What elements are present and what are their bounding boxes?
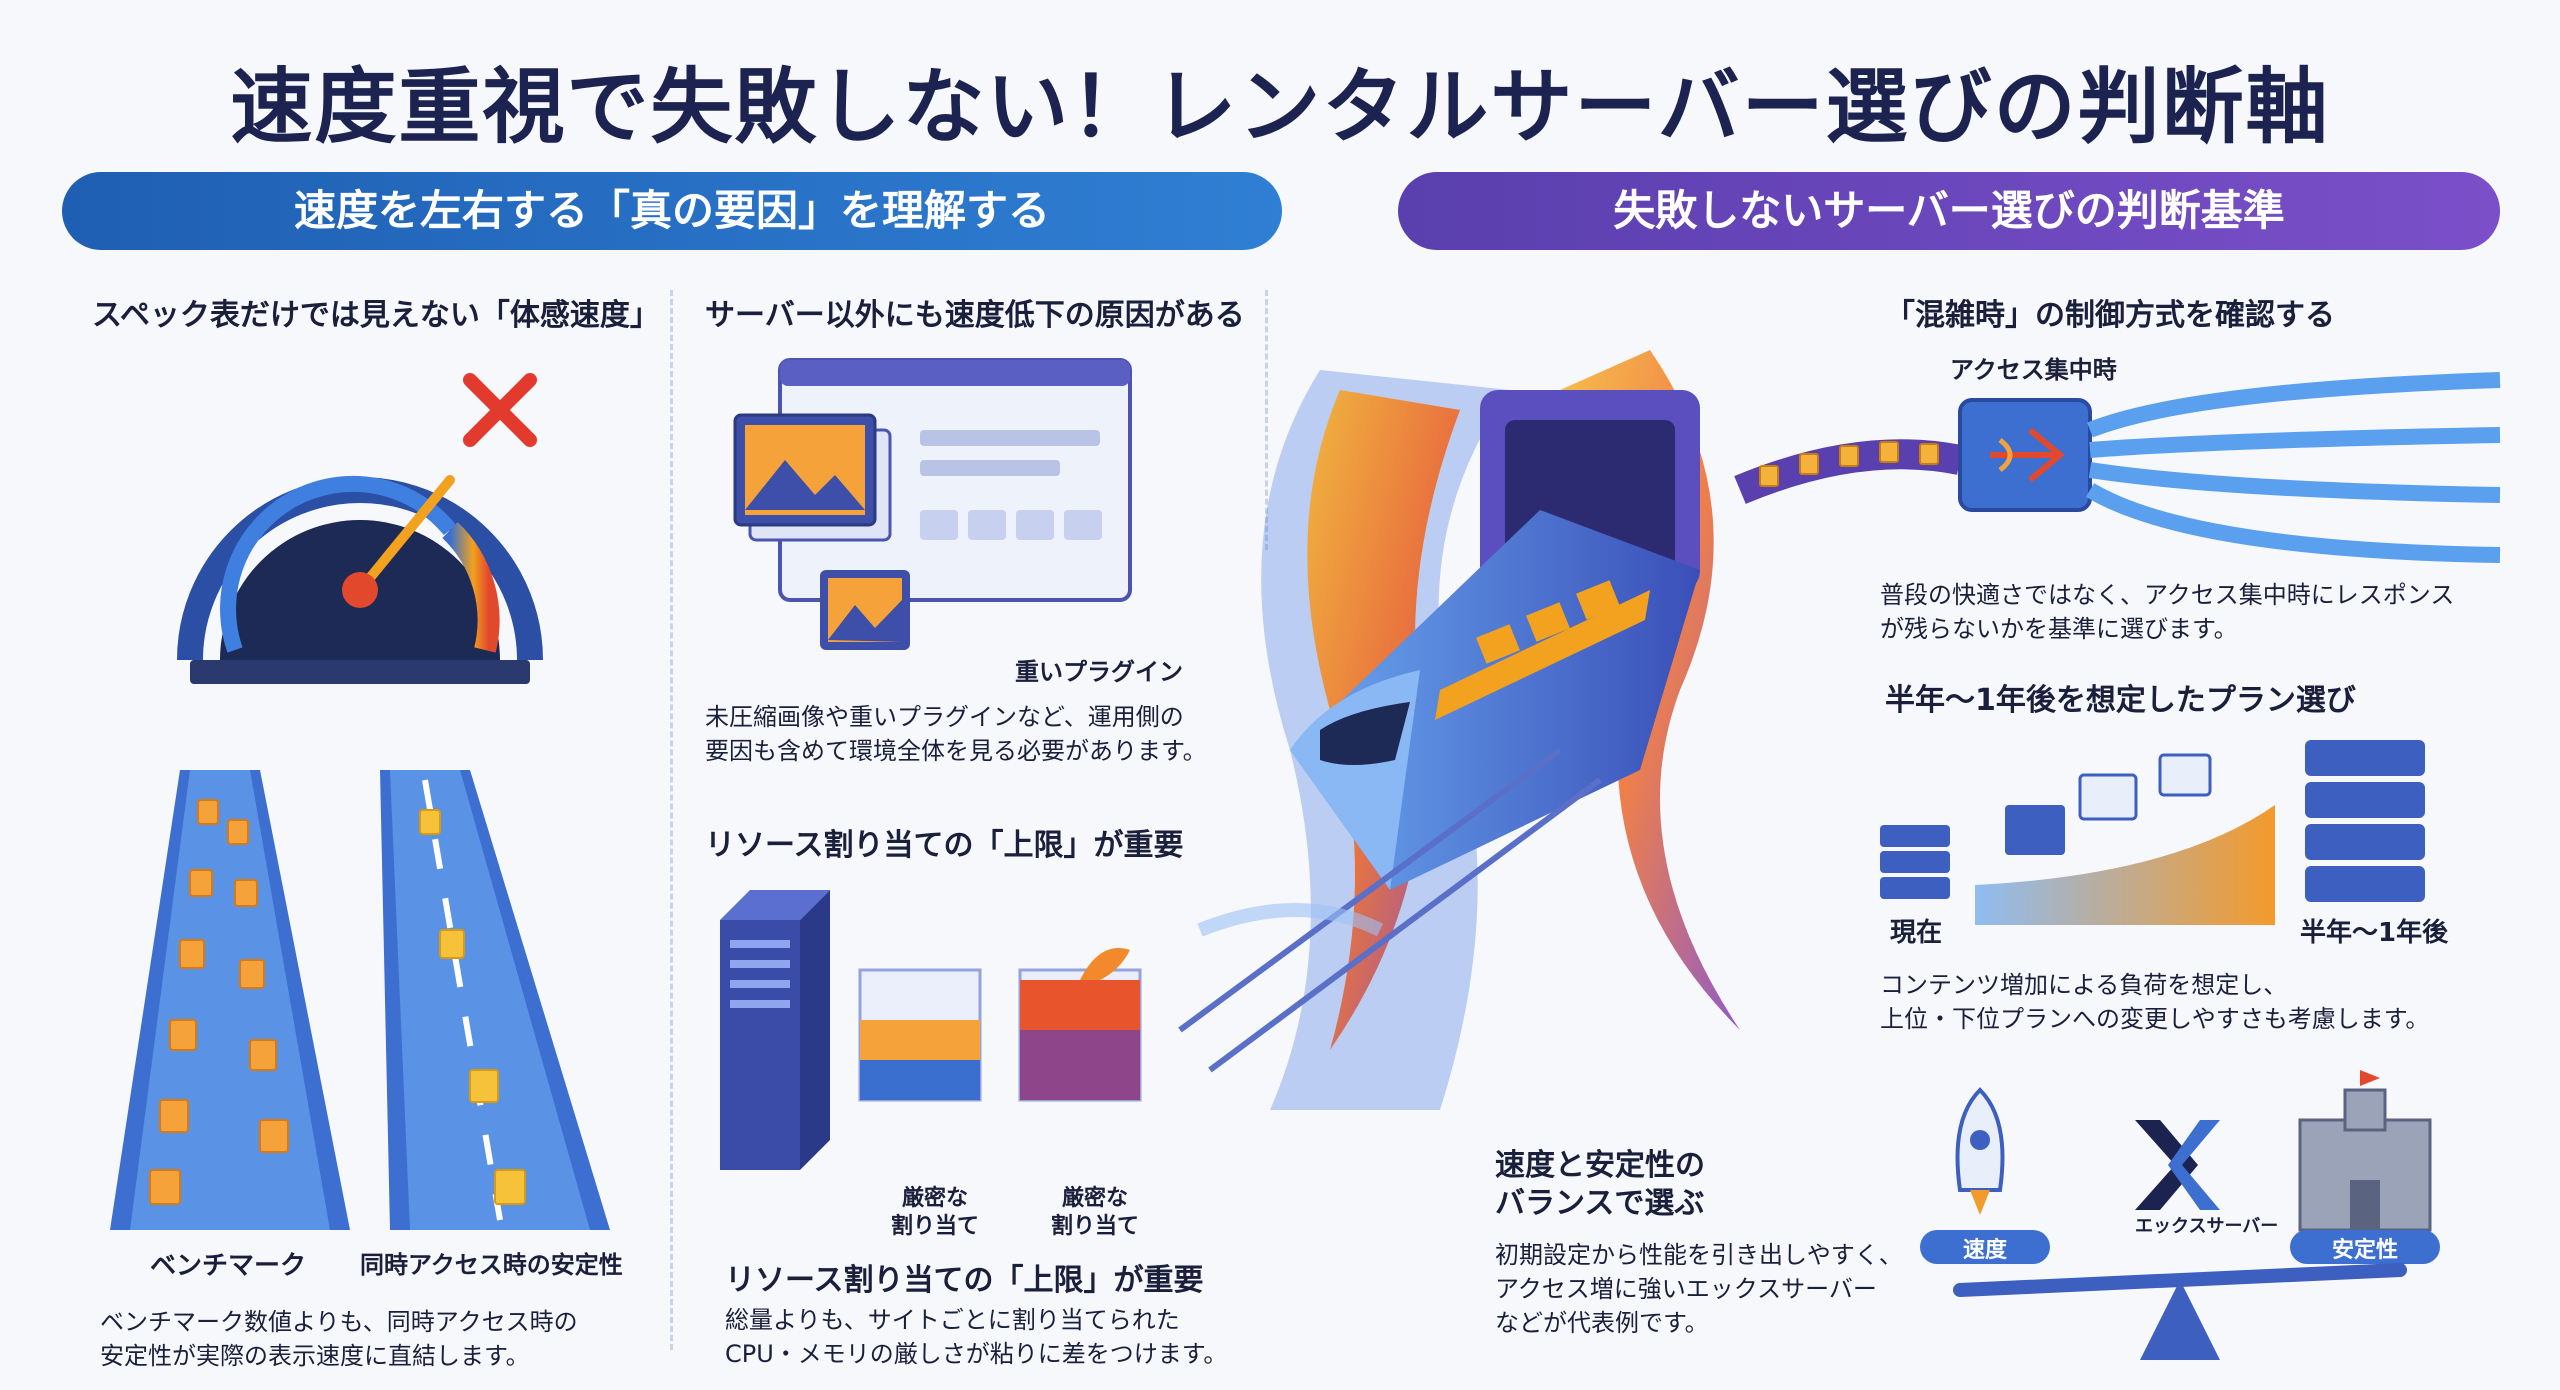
- right-heading2: 半年〜1年後を想定したプラン選び: [1885, 683, 2356, 718]
- right-body3-line1: 初期設定から性能を引き出しやすく、: [1495, 1241, 1903, 1269]
- right-section-banner: 失敗しないサーバー選びの判断基準: [1398, 172, 2500, 250]
- col2-body1-line2: 要因も含めて環境全体を見る必要があります。: [705, 737, 1207, 765]
- bullet-train-illustration: [1178, 350, 1740, 1110]
- col2-heading2: リソース割り当ての「上限」が重要: [705, 828, 1184, 863]
- col1-heading: スペック表だけでは見えない「体感速度」: [92, 298, 660, 333]
- cube2-label-line2: 割り当て: [1050, 1214, 1139, 1239]
- right-heading1: 「混雑時」の制御方式を確認する: [1885, 298, 2335, 333]
- col2-body2-line1: 総量よりも、サイトごとに割り当てられた: [725, 1306, 1180, 1334]
- balance-scale-illustration: [1920, 1070, 2440, 1360]
- scale-left-label: 速度: [1962, 1238, 2007, 1263]
- cube1-label-line1: 厳密な: [901, 1186, 968, 1211]
- col1-body-line2: 安定性が実際の表示速度に直結します。: [100, 1342, 530, 1370]
- now-label: 現在: [1890, 918, 1943, 948]
- col2-body1-line1: 未圧縮画像や重いプラグインなど、運用側の: [705, 703, 1184, 731]
- right-body2-line1: コンテンツ増加による負荷を想定し、: [1880, 971, 2288, 999]
- right-heading3-line2: バランスで選ぶ: [1495, 1186, 1705, 1221]
- right-body3-line3: などが代表例です。: [1495, 1309, 1709, 1337]
- growth-plan-illustration: [1880, 740, 2425, 925]
- col1-body-line1: ベンチマーク数値よりも、同時アクセス時の: [100, 1308, 578, 1336]
- page-title: 速度重視で失敗しない！レンタルサーバー選びの判断軸: [230, 60, 2330, 155]
- col2-body2-line2: CPU・メモリの厳しさが粘りに差をつけます。: [725, 1340, 1228, 1368]
- col2-heading1: サーバー以外にも速度低下の原因がある: [705, 298, 1245, 333]
- speedometer-icon: [177, 373, 543, 684]
- cube1-label-line2: 割り当て: [890, 1214, 979, 1239]
- right-body1-line1: 普段の快適さではなく、アクセス集中時にレスポンス: [1880, 581, 2455, 609]
- benchmark-road-illustration: [110, 770, 350, 1230]
- plugin-caption: 重いプラグイン: [1015, 658, 1183, 686]
- stability-road-illustration: [380, 770, 610, 1230]
- column-divider-1: [670, 290, 673, 1350]
- road-left-label: ベンチマーク: [150, 1251, 307, 1281]
- traffic-control-illustration: [1734, 372, 2501, 563]
- cube2-label-line1: 厳密な: [1061, 1186, 1128, 1211]
- right-body3-line2: アクセス増に強いエックスサーバー: [1495, 1275, 1877, 1303]
- right-heading3-line1: 速度と安定性の: [1495, 1148, 1705, 1183]
- col2-heading3: リソース割り当ての「上限」が重要: [725, 1263, 1204, 1298]
- future-label: 半年〜1年後: [2300, 918, 2449, 948]
- browser-window-icon: [733, 358, 1132, 650]
- column-divider-2: [1265, 290, 1268, 550]
- right-body1-line2: が残らないかを基準に選びます。: [1880, 615, 2238, 643]
- server-resource-illustration: [720, 890, 1142, 1170]
- scale-right-label: 安定性: [2331, 1238, 2398, 1263]
- road-right-label: 同時アクセス時の安定性: [360, 1251, 623, 1279]
- left-section-banner: 速度を左右する「真の要因」を理解する: [62, 172, 1282, 250]
- xserver-logo-text: エックスサーバー: [2135, 1216, 2279, 1237]
- access-label: アクセス集中時: [1950, 356, 2117, 384]
- right-body2-line2: 上位・下位プランへの変更しやすさも考慮します。: [1880, 1005, 2430, 1033]
